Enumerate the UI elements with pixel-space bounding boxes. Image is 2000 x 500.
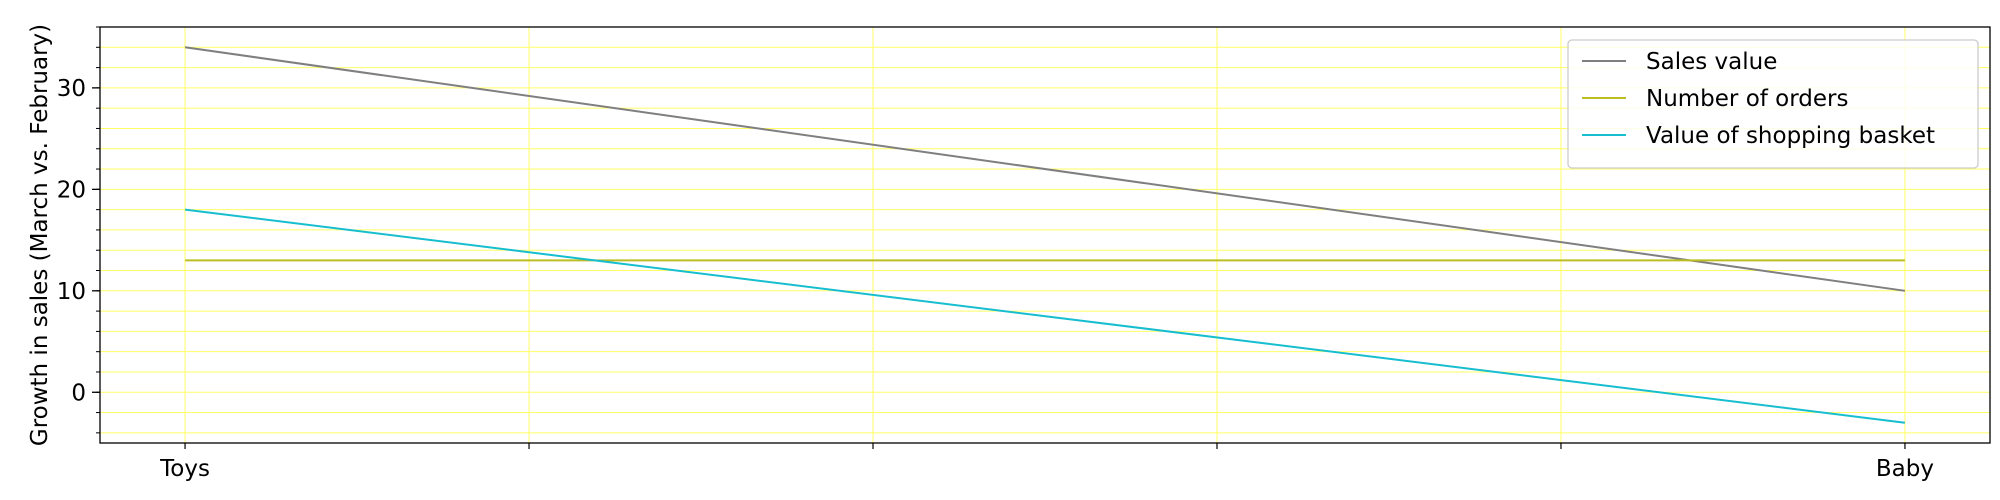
legend-label: Number of orders bbox=[1646, 86, 1849, 112]
y-axis-label: Growth in sales (March vs. February) bbox=[27, 24, 53, 446]
legend-label: Sales value bbox=[1646, 49, 1777, 75]
plot-frame bbox=[99, 26, 1991, 444]
series-lines bbox=[184, 46, 1906, 424]
y-tick-label: 30 bbox=[57, 76, 86, 102]
series-line bbox=[184, 46, 1906, 292]
x-tick-label: Baby bbox=[1876, 456, 1934, 482]
legend-label: Value of shopping basket bbox=[1646, 123, 1935, 149]
y-tick-label: 20 bbox=[57, 177, 86, 203]
series-line bbox=[184, 208, 1906, 424]
y-tick-label: 10 bbox=[57, 279, 86, 305]
x-tick-label: Toys bbox=[159, 456, 210, 482]
legend-box bbox=[1567, 39, 1979, 169]
y-tick-label: 0 bbox=[71, 380, 86, 406]
